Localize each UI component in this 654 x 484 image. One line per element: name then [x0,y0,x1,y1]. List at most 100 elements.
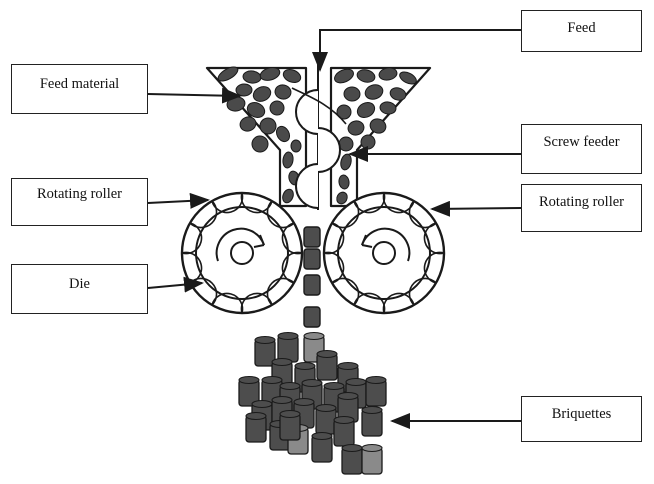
rotating-roller-left-label-box: Rotating roller [11,178,148,226]
hopper-left-wall [205,66,308,208]
feed-granule [235,83,253,97]
feed-granule [378,67,398,81]
die-label: Die [69,276,90,292]
right-roller-inner-ring [337,206,431,300]
left-roller-rotation-arrowhead [253,234,265,248]
right-roller-die-pocket [353,292,386,314]
rotating-roller-right-arrow [430,200,522,217]
feed-granule [251,135,269,153]
right-roller-die-pocket [382,192,415,214]
left-roller-die-pocket [240,292,273,314]
screw-flight [295,89,319,135]
briquette-top [277,331,299,341]
briquette-falling [303,306,321,328]
briquette-falling [303,274,321,296]
feed-granule [360,134,376,150]
feed-granule [343,86,361,102]
briquette-top [315,403,337,413]
feed-granule [259,117,277,135]
briquette-top [245,411,267,421]
right-roller-die-pocket [408,200,437,229]
feed-granule [259,67,281,81]
briquette-top [345,377,367,387]
briquette-top [271,395,293,405]
feed-granule [369,118,387,134]
feed-granule [275,125,291,143]
screw-flight [317,127,341,173]
feed-label-box: Feed [521,10,642,52]
right-roller-die-pocket [331,200,360,229]
right-roller-die-pocket [408,277,437,306]
briquette-stream [303,226,321,328]
right-roller-die-pocket [423,222,445,255]
feed-granule [282,188,294,204]
left-roller-die-pocket [211,292,244,314]
briquette-top [293,397,315,407]
feed-granule [269,100,285,116]
right-roller-hub [372,241,396,265]
feed-granule [242,70,262,84]
feed-granule [338,136,354,152]
feed-arrow [312,29,521,72]
left-roller-die-pocket [281,222,303,255]
briquette-top [251,399,273,409]
feed-granule [379,101,397,115]
feed-granule [246,102,266,118]
briquettes-label: Briquettes [551,406,612,422]
briquette-top [254,335,276,345]
briquette-top [279,409,301,419]
screw-flight [295,163,319,209]
rotating-roller-right-label-box: Rotating roller [521,184,642,232]
briquette-top [333,415,355,425]
feed-granule [252,86,272,102]
briquette-falling [303,226,321,248]
feed-granule [334,68,354,84]
briquette-top [261,375,283,385]
rotating-roller-right-label: Rotating roller [539,194,624,210]
left-roller-die-pocket [189,200,218,229]
feed-granule [282,69,302,83]
briquette-top [341,443,363,453]
right-roller-die-pocket [323,222,345,255]
feed-granule [338,174,350,190]
briquette-top [301,378,323,388]
feed-granule [356,102,376,118]
briquettes-label-box: Briquettes [521,396,642,442]
left-roller-rim [180,191,304,315]
briquette-top [361,443,383,453]
briquette-pile [238,331,387,475]
feed-granule [290,139,302,153]
left-roller-die-pocket [240,192,273,214]
feed-material-arrow [147,87,242,104]
rotating-roller-left-label: Rotating roller [37,186,122,202]
rotating-roller-left-arrow [147,192,210,209]
screw-feeder-label-box: Screw feeder [521,124,642,174]
feed-granule [364,84,384,100]
feed-granule [274,84,292,100]
feed-label: Feed [567,20,596,36]
die-arrow [147,276,204,293]
screw-feeder-label: Screw feeder [543,134,620,150]
right-roller-rotation-arrowhead [361,234,373,248]
feed-granule [389,87,407,101]
left-roller-die-pocket [181,222,203,255]
briquette-top [365,375,387,385]
feed-granule [336,104,352,120]
left-roller-hub [230,241,254,265]
right-roller-die-pocket [331,277,360,306]
rollers [180,191,446,315]
right-roller-rim [322,191,446,315]
briquette-top [361,405,383,415]
screw-feeder-flights [291,87,347,209]
briquette-top [294,361,316,371]
feed-granule [399,71,417,85]
left-roller-die-pocket [211,192,244,214]
left-roller-die-pocket [266,200,295,229]
feed-granule [282,151,294,169]
right-roller-die-pocket [353,192,386,214]
briquette-top [303,331,325,341]
feed-granule [340,153,352,171]
right-roller-die-pocket [423,251,445,284]
